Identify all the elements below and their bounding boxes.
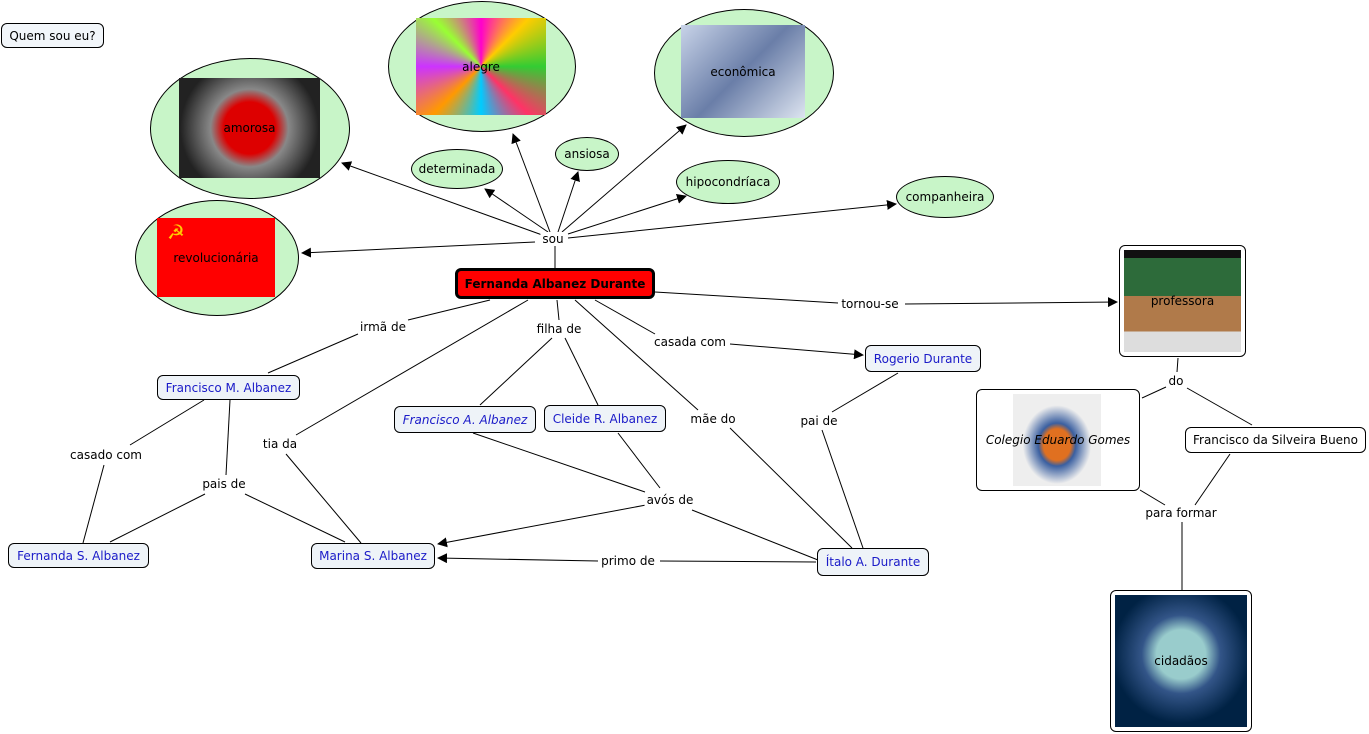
banknote-image: econômica	[681, 25, 805, 118]
link-label-sou[interactable]: sou	[540, 232, 566, 246]
globe-hands-image: cidadãos	[1115, 595, 1247, 727]
concept-fernanda-s[interactable]: Fernanda S. Albanez	[8, 543, 149, 568]
link-label-para-formar[interactable]: para formar	[1143, 506, 1219, 520]
link-label-avos-de[interactable]: avós de	[644, 493, 696, 507]
concept-label: Colegio Eduardo Gomes	[985, 433, 1131, 447]
hammer-sickle-icon: ☭	[167, 220, 185, 244]
concept-ansiosa[interactable]: ansiosa	[555, 137, 619, 171]
concept-marina[interactable]: Marina S. Albanez	[311, 543, 435, 569]
concept-francisco-a[interactable]: Francisco A. Albanez	[394, 406, 536, 433]
link-label-filha-de[interactable]: filha de	[534, 322, 584, 336]
concept-cidadaos[interactable]: cidadãos	[1110, 590, 1252, 732]
link-label-casada-com[interactable]: casada com	[652, 335, 728, 349]
concept-rogerio[interactable]: Rogerio Durante	[865, 345, 981, 372]
concept-francisco-m[interactable]: Francisco M. Albanez	[157, 375, 300, 400]
link-label-pai-de[interactable]: pai de	[798, 414, 840, 428]
concept-determinada[interactable]: determinada	[411, 149, 503, 189]
concept-quem-sou-eu[interactable]: Quem sou eu?	[1, 23, 104, 48]
concept-bueno[interactable]: Francisco da Silveira Bueno	[1185, 427, 1366, 453]
concept-economica[interactable]: econômica	[654, 9, 834, 137]
link-label-mae-do[interactable]: mãe do	[688, 412, 738, 426]
concept-professora[interactable]: professora	[1119, 245, 1246, 357]
concept-revolucionaria[interactable]: ☭ revolucionária	[135, 200, 299, 316]
link-label-primo-de[interactable]: primo de	[599, 554, 657, 568]
concept-amorosa[interactable]: amorosa	[150, 58, 350, 199]
link-label-do[interactable]: do	[1166, 374, 1186, 388]
concept-label: alegre	[462, 59, 500, 74]
concept-label: cidadãos	[1154, 654, 1208, 668]
heart-hands-image: amorosa	[179, 78, 320, 178]
link-label-irma-de[interactable]: irmã de	[358, 320, 408, 334]
colorful-swirl-image: alegre	[416, 18, 546, 115]
link-label-casado-com[interactable]: casado com	[68, 448, 144, 462]
concept-label: amorosa	[223, 121, 276, 135]
concept-label: revolucionária	[173, 250, 259, 265]
concept-cleide[interactable]: Cleide R. Albanez	[544, 405, 666, 432]
colegio-logo-image	[1013, 394, 1101, 486]
concept-label: econômica	[710, 64, 776, 79]
concept-companheira[interactable]: companheira	[896, 176, 994, 218]
link-label-tia-da[interactable]: tia da	[260, 437, 300, 451]
concept-label: professora	[1150, 294, 1215, 308]
concept-colegio[interactable]: Colegio Eduardo Gomes	[976, 389, 1140, 491]
link-label-pais-de[interactable]: pais de	[200, 477, 248, 491]
concept-hipocondriaca[interactable]: hipocondríaca	[676, 160, 780, 204]
teacher-image: professora	[1124, 250, 1241, 352]
soviet-flag-image: ☭ revolucionária	[157, 218, 275, 297]
concept-italo[interactable]: Ítalo A. Durante	[817, 548, 929, 576]
link-label-tornou-se[interactable]: tornou-se	[839, 297, 901, 311]
concept-alegre[interactable]: alegre	[388, 1, 576, 132]
concept-main[interactable]: Fernanda Albanez Durante	[455, 268, 655, 299]
